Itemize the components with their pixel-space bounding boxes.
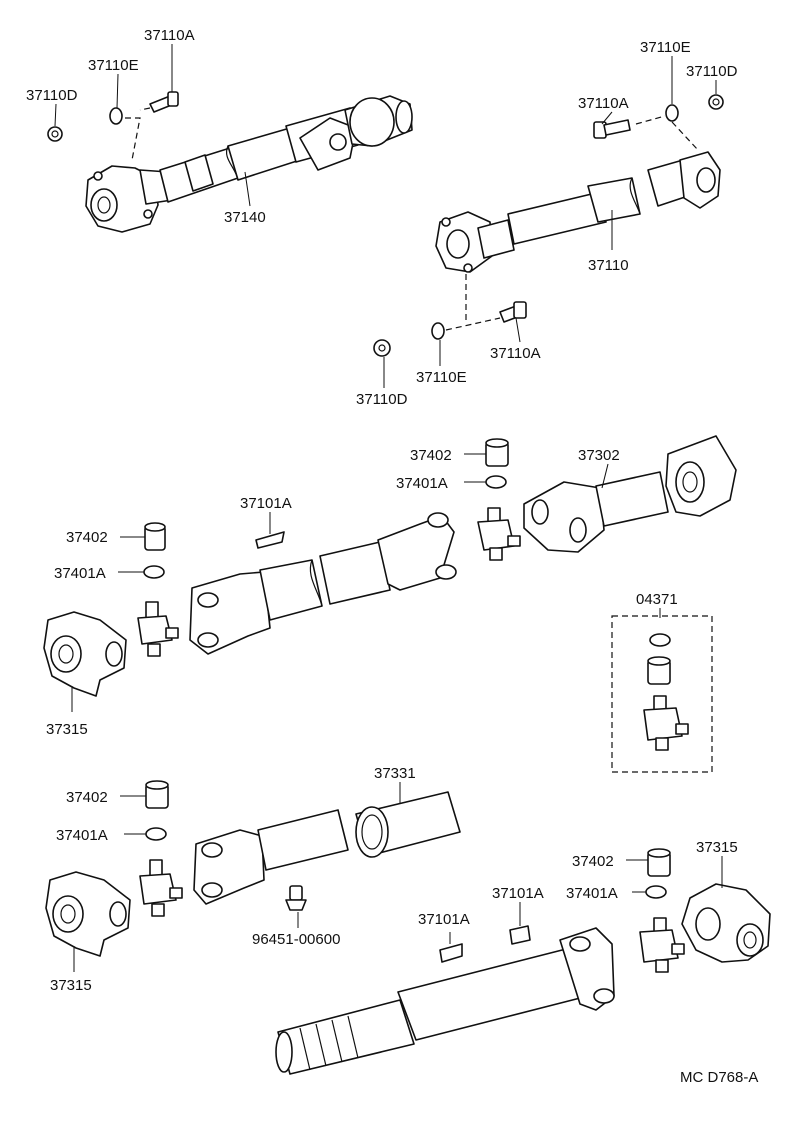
cap-37402-1[interactable] [485,438,509,467]
label-37110e-1[interactable]: 37110E [88,57,139,74]
label-37315-3[interactable]: 37315 [696,839,738,856]
bolt-37110a-2[interactable] [593,119,631,139]
label-37402-4[interactable]: 37402 [572,853,614,870]
leader-lines [54,44,723,972]
seal-37401a-4[interactable] [645,885,667,899]
label-37110a-3[interactable]: 37110A [490,345,541,362]
label-37110a-1[interactable]: 37110A [144,27,195,44]
label-37110d-2[interactable]: 37110D [686,63,738,80]
spider-3[interactable] [139,859,183,917]
label-37401a-2[interactable]: 37401A [54,565,106,582]
callout-labels: 37110A 37110E 37110D 37140 37110E 37110D… [26,27,758,1086]
label-37401a-1[interactable]: 37401A [396,475,448,492]
spider-2[interactable] [477,507,521,561]
label-37140[interactable]: 37140 [224,209,266,226]
label-37101a-3[interactable]: 37101A [492,885,544,902]
label-37401a-4[interactable]: 37401A [566,885,618,902]
label-37110e-2[interactable]: 37110E [640,39,691,56]
nut-37110d-3[interactable] [373,339,391,357]
sleeve-37331[interactable] [355,791,461,858]
bearing-shell-37101a-1[interactable] [255,531,285,549]
label-37110-shaft[interactable]: 37110 [588,257,629,274]
propeller-shaft-37110[interactable] [435,151,721,273]
dust-cover-flange[interactable] [665,435,737,517]
seal-37401a-3[interactable] [145,827,167,841]
label-37315-1[interactable]: 37315 [46,721,88,738]
repair-kit-04371[interactable] [611,615,713,773]
label-04371[interactable]: 04371 [636,591,678,608]
spider-1[interactable] [137,601,179,657]
cap-37402-4[interactable] [647,848,671,877]
diagram-code: MC D768-A [680,1069,758,1086]
label-37101a-1[interactable]: 37101A [240,495,292,512]
flange-yoke-37315-3[interactable] [681,883,771,963]
yoke-shaft-middle[interactable] [189,512,457,655]
spider-4[interactable] [639,917,685,973]
grease-fitting-96451-00600[interactable] [285,885,307,911]
label-37315-2[interactable]: 37315 [50,977,92,994]
label-37110a-2[interactable]: 37110A [578,95,629,112]
label-37110d-3[interactable]: 37110D [356,391,408,408]
cap-37402-3[interactable] [145,780,169,809]
seal-37401a-2[interactable] [143,565,165,579]
flange-yoke-37315-2[interactable] [45,871,131,957]
nut-37110d-2[interactable] [708,94,724,110]
cap-37402-2[interactable] [144,522,166,551]
washer-37110e-1[interactable] [109,107,123,125]
label-37402-2[interactable]: 37402 [66,529,108,546]
label-96451-00600[interactable]: 96451-00600 [252,931,340,948]
label-37401a-3[interactable]: 37401A [56,827,108,844]
splined-shaft[interactable] [275,927,615,1075]
yoke-shaft-lower[interactable] [193,809,349,905]
bearing-shell-37101a-3[interactable] [509,925,531,945]
bolt-37110a-3[interactable] [499,301,527,323]
propeller-shaft-37140[interactable] [85,95,413,233]
bearing-shell-37101a-2[interactable] [439,943,463,963]
bolt-37110a-1[interactable] [149,91,179,113]
nut-37110d-1[interactable] [47,126,63,142]
label-37110e-3[interactable]: 37110E [416,369,467,386]
label-37402-3[interactable]: 37402 [66,789,108,806]
washer-37110e-2[interactable] [665,104,679,122]
label-37302[interactable]: 37302 [578,447,620,464]
slip-yoke-37302[interactable] [523,471,669,553]
seal-37401a-1[interactable] [485,475,507,489]
label-37110d-1[interactable]: 37110D [26,87,78,104]
label-37101a-2[interactable]: 37101A [418,911,470,928]
flange-yoke-37315-1[interactable] [43,611,127,697]
label-37331[interactable]: 37331 [374,765,416,782]
washer-37110e-3[interactable] [431,322,445,340]
label-37402-1[interactable]: 37402 [410,447,452,464]
